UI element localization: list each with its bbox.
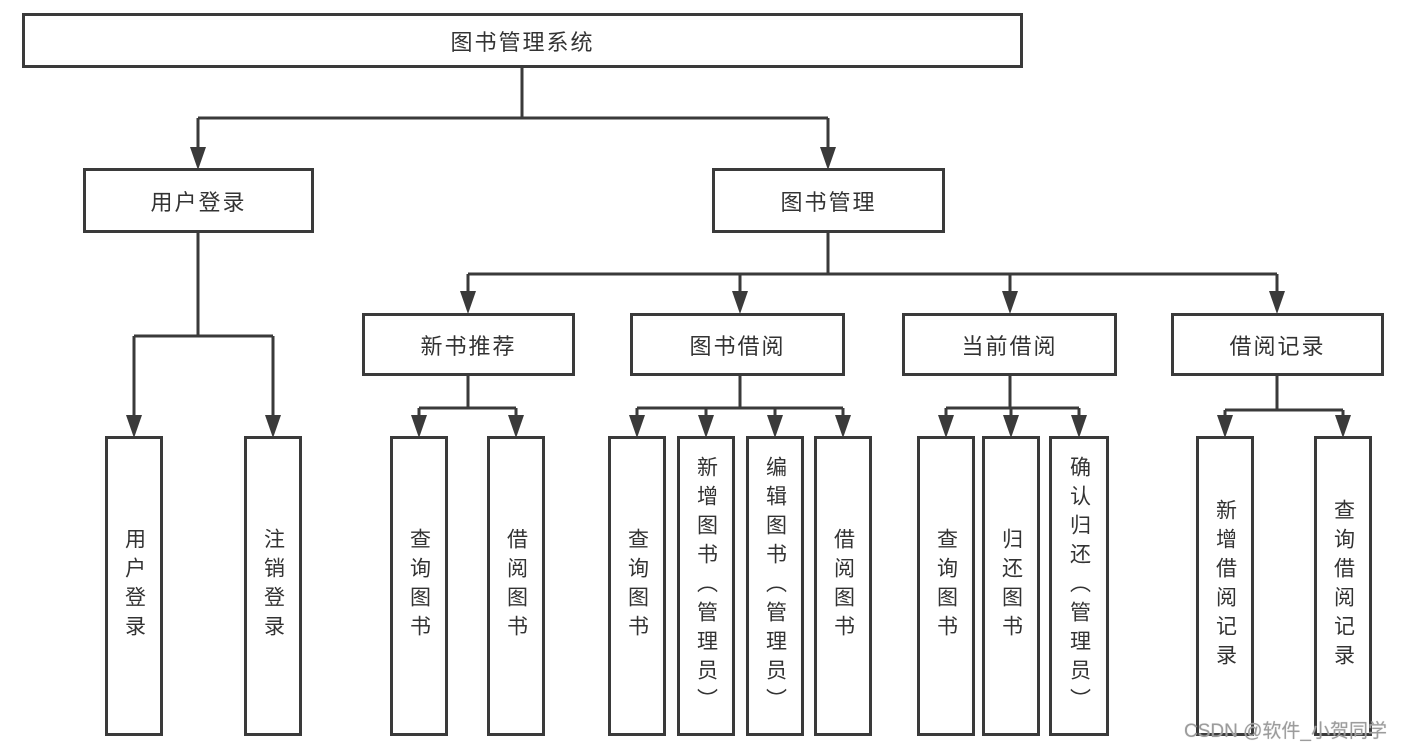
leaf-newbook-query: 查询图书 bbox=[390, 436, 448, 736]
leaf-logout-label: 注销登录 bbox=[261, 528, 285, 644]
node-book-borrow-label: 图书借阅 bbox=[689, 333, 786, 359]
leaf-borrow-query: 查询图书 bbox=[608, 436, 666, 736]
leaf-current-confirm-admin-label: 确认归还（管理员） bbox=[1067, 455, 1091, 717]
leaf-borrow-book-label: 借阅图书 bbox=[831, 528, 855, 644]
node-current-borrow: 当前借阅 bbox=[902, 313, 1117, 376]
node-borrow-record: 借阅记录 bbox=[1171, 313, 1384, 376]
node-new-book-recommend: 新书推荐 bbox=[362, 313, 575, 376]
node-root-label: 图书管理系统 bbox=[450, 29, 595, 55]
node-borrow-record-label: 借阅记录 bbox=[1229, 333, 1326, 359]
leaf-record-query-label: 查询借阅记录 bbox=[1331, 499, 1355, 673]
leaf-record-query: 查询借阅记录 bbox=[1314, 436, 1372, 736]
node-user-login: 用户登录 bbox=[83, 168, 314, 233]
node-user-login-label: 用户登录 bbox=[150, 189, 247, 215]
leaf-borrow-book: 借阅图书 bbox=[814, 436, 872, 736]
leaf-current-query: 查询图书 bbox=[917, 436, 975, 736]
leaf-newbook-borrow-label: 借阅图书 bbox=[504, 528, 528, 644]
node-book-borrow: 图书借阅 bbox=[630, 313, 845, 376]
leaf-borrow-edit-admin-label: 编辑图书（管理员） bbox=[763, 455, 787, 717]
leaf-current-return-label: 归还图书 bbox=[999, 528, 1023, 644]
leaf-borrow-query-label: 查询图书 bbox=[625, 528, 649, 644]
leaf-current-confirm-admin: 确认归还（管理员） bbox=[1049, 436, 1109, 736]
node-book-management: 图书管理 bbox=[712, 168, 945, 233]
node-current-borrow-label: 当前借阅 bbox=[961, 333, 1058, 359]
leaf-borrow-add-admin: 新增图书（管理员） bbox=[677, 436, 735, 736]
leaf-user-login-label: 用户登录 bbox=[122, 528, 146, 644]
csdn-watermark: CSDN @软件_小贺同学 bbox=[1184, 721, 1387, 742]
leaf-logout: 注销登录 bbox=[244, 436, 302, 736]
leaf-borrow-edit-admin: 编辑图书（管理员） bbox=[746, 436, 804, 736]
node-new-book-recommend-label: 新书推荐 bbox=[420, 333, 517, 359]
leaf-borrow-add-admin-label: 新增图书（管理员） bbox=[694, 455, 718, 717]
node-book-management-label: 图书管理 bbox=[780, 189, 877, 215]
leaf-current-return: 归还图书 bbox=[982, 436, 1040, 736]
leaf-newbook-query-label: 查询图书 bbox=[407, 528, 431, 644]
leaf-record-add: 新增借阅记录 bbox=[1196, 436, 1254, 736]
connector-arrowheads bbox=[126, 147, 1351, 438]
node-root: 图书管理系统 bbox=[22, 13, 1023, 68]
leaf-newbook-borrow: 借阅图书 bbox=[487, 436, 545, 736]
leaf-record-add-label: 新增借阅记录 bbox=[1213, 499, 1237, 673]
leaf-current-query-label: 查询图书 bbox=[934, 528, 958, 644]
leaf-user-login: 用户登录 bbox=[105, 436, 163, 736]
